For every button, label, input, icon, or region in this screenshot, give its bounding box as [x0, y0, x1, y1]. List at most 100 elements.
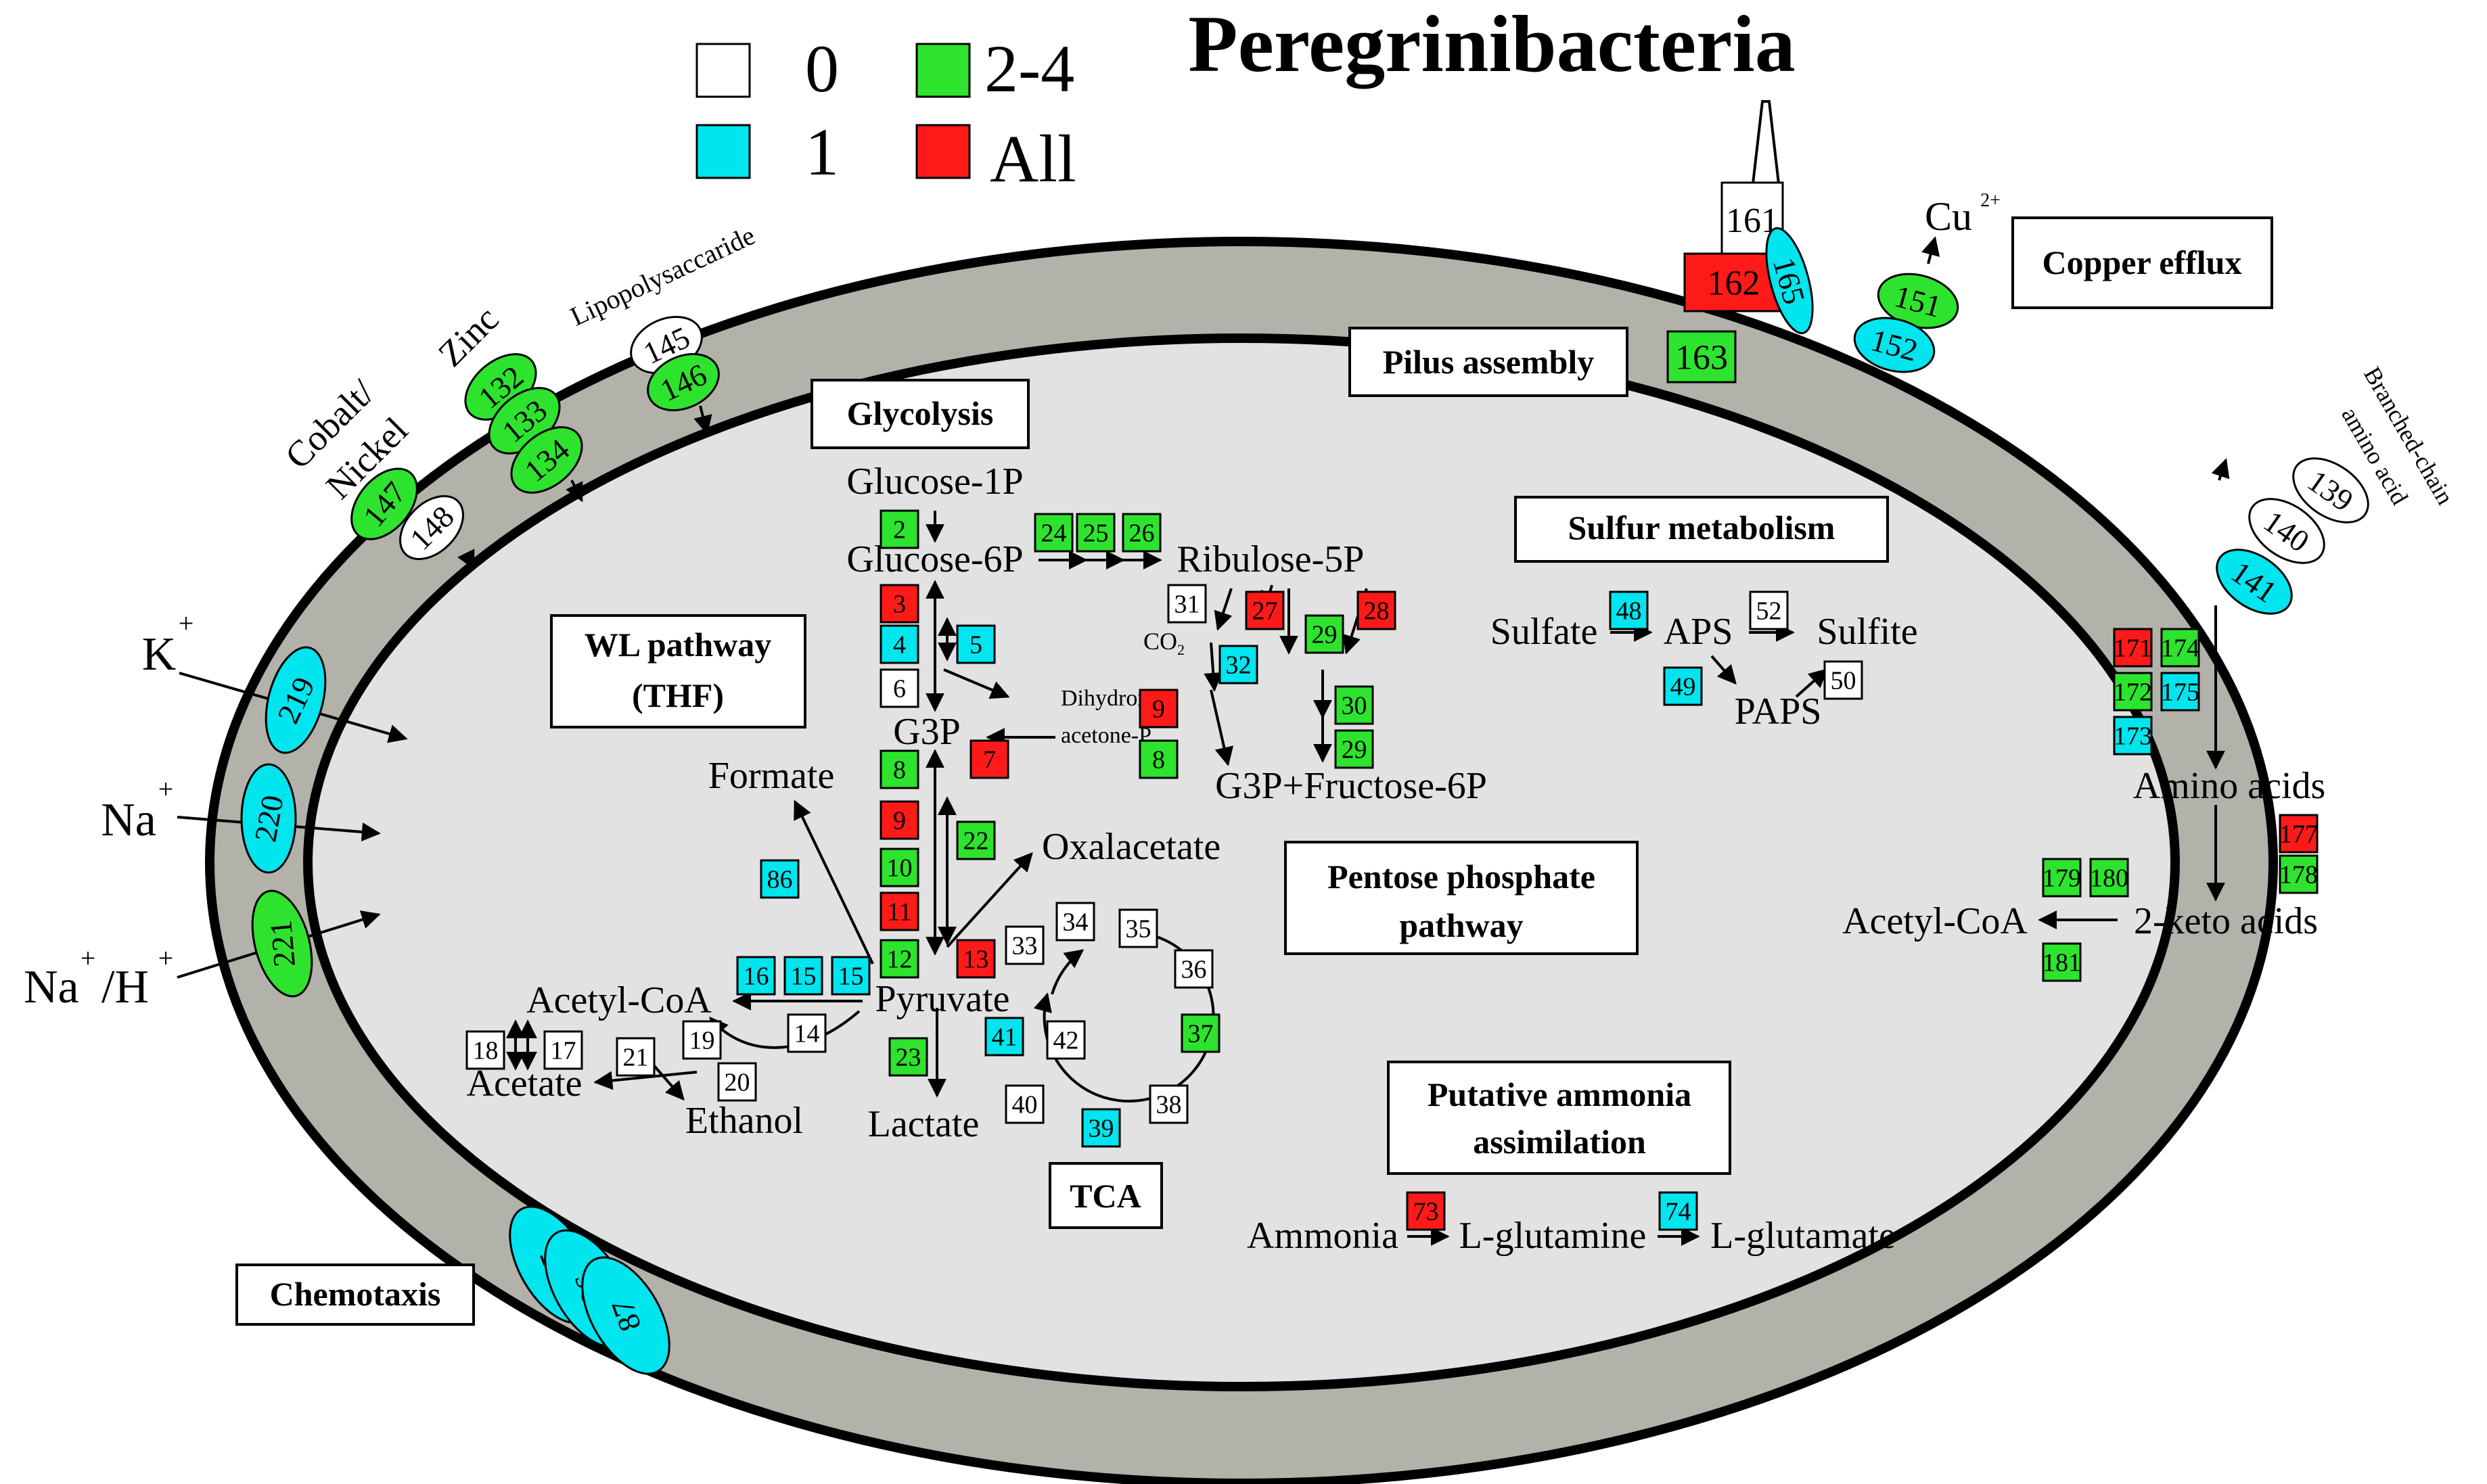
metabolite-labels: Glucose-1P Glucose-6P Ribulose-5P Dihydr…: [467, 461, 2326, 1257]
enzyme-5-label: 5: [969, 631, 982, 659]
enzyme-177: 177: [2279, 814, 2319, 854]
enzyme-37-label: 37: [1188, 1020, 1214, 1048]
enzyme-18-label: 18: [473, 1037, 499, 1065]
pathway-box-glycolysis: Glycolysis: [811, 379, 1030, 449]
metabolite-acetyl-coa-right: Acetyl-CoA: [1842, 900, 2028, 942]
enzyme-35-label: 35: [1126, 915, 1151, 944]
legend-swatch-2-4: [915, 43, 971, 98]
enzyme-73: 73: [1406, 1191, 1446, 1231]
enzyme-28-label: 28: [1364, 597, 1390, 626]
transporter-141: 141: [2216, 549, 2293, 615]
transporter-140: 140: [2248, 498, 2325, 564]
metabolite-g3p: G3P: [893, 711, 961, 753]
enzyme-29a-label: 29: [1312, 621, 1338, 649]
enzyme-5: 5: [956, 624, 996, 664]
pathway-box-ammonia: Putative ammonia assimilation: [1387, 1061, 1731, 1175]
transporter-87: 87: [581, 1256, 670, 1375]
pathway-box-copper: Copper efflux: [2011, 216, 2273, 309]
enzyme-163-label: 163: [1675, 339, 1728, 377]
metabolite-amino-acids: Amino acids: [2133, 765, 2326, 807]
enzyme-21-label: 21: [623, 1044, 649, 1072]
enzyme-52-label: 52: [1756, 597, 1782, 626]
enzyme-163: 163: [1666, 330, 1737, 384]
enzyme-173-label: 173: [2114, 722, 2152, 751]
metabolite-sulfite: Sulfite: [1817, 611, 1917, 653]
enzyme-25-label: 25: [1083, 519, 1109, 548]
enzyme-74-label: 74: [1666, 1198, 1691, 1226]
ammonia-label-1: Putative ammonia: [1428, 1075, 1691, 1113]
enzyme-6: 6: [880, 668, 919, 708]
enzyme-8b-label: 8: [1152, 746, 1165, 774]
metabolite-paps: PAPS: [1735, 691, 1822, 733]
enzyme-3: 3: [880, 584, 919, 624]
enzyme-8b: 8: [1139, 739, 1179, 779]
enzyme-26-label: 26: [1129, 519, 1155, 548]
enzyme-10-label: 10: [887, 854, 913, 883]
enzyme-33-label: 33: [1012, 932, 1038, 960]
enzyme-35: 35: [1118, 908, 1158, 948]
substrate-lps: Lipopolysaccaride: [566, 220, 760, 332]
enzyme-24: 24: [1034, 513, 1074, 553]
enzyme-179-label: 179: [2043, 864, 2081, 893]
copper-label: Copper efflux: [2043, 244, 2242, 281]
pentose-label-2: pathway: [1399, 906, 1523, 944]
enzyme-175: 175: [2160, 672, 2200, 712]
legend-label-2-4: 2-4: [984, 31, 1074, 106]
enzyme-31: 31: [1167, 584, 1207, 624]
pathway-box-pilus: Pilus assembly: [1348, 327, 1628, 397]
enzyme-173: 173: [2113, 716, 2153, 756]
metabolite-formate: Formate: [708, 755, 835, 797]
enzyme-52: 52: [1749, 590, 1789, 630]
pathway-box-chemotaxis: Chemotaxis: [235, 1263, 475, 1326]
pathway-box-wl: WL pathway (THF): [550, 614, 806, 728]
enzyme-36: 36: [1174, 949, 1214, 989]
enzyme-26: 26: [1122, 513, 1162, 553]
pathway-box-tca: TCA: [1049, 1162, 1163, 1229]
enzyme-171-label: 171: [2114, 634, 2152, 663]
enzyme-74: 74: [1658, 1191, 1698, 1231]
enzyme-29a: 29: [1304, 614, 1344, 654]
enzyme-29b: 29: [1334, 729, 1374, 769]
enzyme-181-label: 181: [2043, 949, 2081, 977]
enzyme-180-label: 180: [2090, 864, 2128, 893]
enzyme-12-label: 12: [887, 946, 913, 974]
legend-swatch-all: [915, 124, 971, 179]
enzyme-12: 12: [880, 939, 919, 979]
enzyme-180: 180: [2089, 858, 2129, 898]
enzyme-24-label: 24: [1041, 519, 1067, 548]
enzyme-174-label: 174: [2161, 634, 2199, 663]
transporter-152: 152: [1853, 317, 1936, 373]
substrate-na-h-plus-2: +: [158, 943, 174, 973]
enzyme-20: 20: [717, 1062, 757, 1102]
enzyme-27: 27: [1245, 590, 1285, 630]
enzyme-162-label: 162: [1708, 264, 1760, 303]
substrate-k: K: [142, 628, 177, 680]
enzyme-19: 19: [682, 1020, 722, 1060]
enzyme-38-label: 38: [1156, 1091, 1182, 1119]
enzyme-9b: 9: [1139, 689, 1179, 728]
metabolite-dhap-2: acetone-P: [1061, 723, 1151, 748]
legend-label-all: All: [990, 121, 1076, 196]
chemotaxis-label: Chemotaxis: [270, 1275, 441, 1313]
enzyme-19-label: 19: [689, 1027, 715, 1055]
enzyme-33: 33: [1005, 925, 1045, 965]
substrate-na-plus: +: [158, 774, 174, 804]
metabolite-l-glutamate: L-glutamate: [1710, 1215, 1896, 1257]
enzyme-36-label: 36: [1181, 956, 1207, 984]
metabolite-keto-acids: 2-keto acids: [2134, 900, 2318, 942]
enzyme-31-label: 31: [1174, 590, 1200, 619]
legend-label-0: 0: [805, 31, 839, 106]
enzyme-11: 11: [880, 891, 919, 931]
enzyme-23: 23: [888, 1037, 928, 1077]
enzyme-7-label: 7: [983, 746, 996, 774]
substrate-na-h-1: Na: [24, 961, 79, 1013]
enzyme-30: 30: [1334, 685, 1374, 725]
enzyme-9b-label: 9: [1152, 695, 1165, 724]
metabolite-co2-sub: 2: [1177, 641, 1185, 658]
transporters: 1321331341451461471481391401411511521652…: [240, 227, 2369, 1375]
enzyme-34: 34: [1055, 902, 1095, 942]
enzyme-18: 18: [465, 1030, 505, 1070]
enzyme-17-label: 17: [551, 1037, 576, 1065]
enzyme-27-label: 27: [1252, 597, 1278, 626]
enzyme-4-label: 4: [893, 631, 906, 659]
